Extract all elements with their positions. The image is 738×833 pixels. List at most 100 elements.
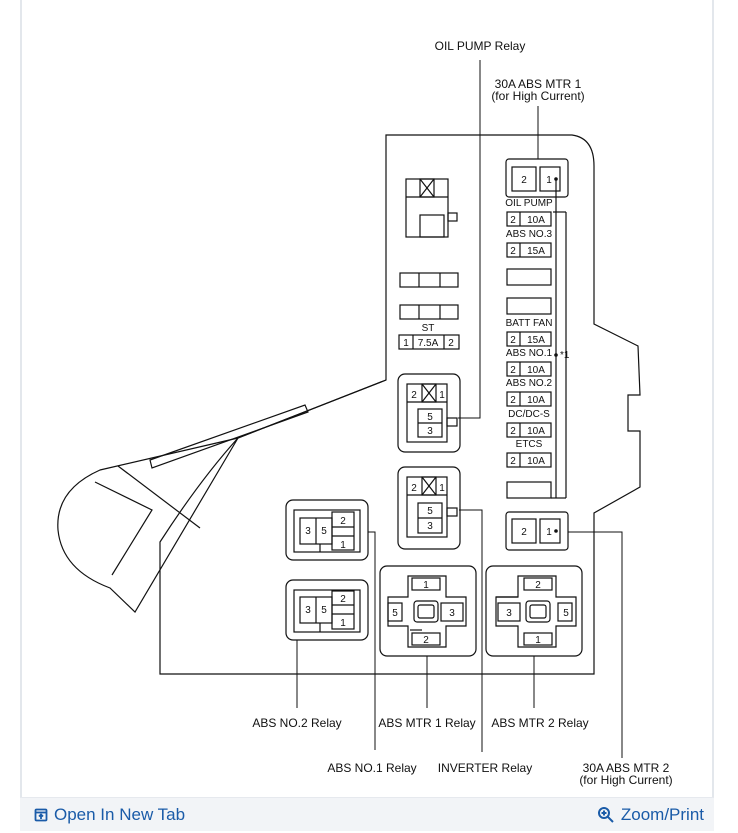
zoom-in-icon bbox=[597, 806, 614, 823]
fuse-pin: 2 bbox=[510, 456, 516, 467]
abs-mtr2-pin-1: 1 bbox=[535, 635, 541, 646]
st-fuse-amp: 7.5A bbox=[418, 338, 439, 349]
abs-no1-pin-5: 5 bbox=[321, 526, 327, 537]
fuse-name: OIL PUMP bbox=[505, 198, 553, 209]
content-frame bbox=[20, 0, 714, 831]
fuse-name: DC/DC-S bbox=[508, 409, 550, 420]
abs-mtr2-pin-3: 3 bbox=[506, 608, 512, 619]
fuse-amp: 15A bbox=[527, 335, 545, 346]
abs-no1-pin-2: 2 bbox=[340, 516, 346, 527]
abs-mtr1-pin-2: 2 bbox=[423, 635, 429, 646]
fuse-cell-box bbox=[506, 361, 552, 377]
abs-no2-pin-3: 3 bbox=[305, 605, 311, 616]
abs-mtr1-fuse-pin-2: 2 bbox=[521, 175, 527, 186]
zoom-print-label: Zoom/Print bbox=[620, 804, 704, 824]
abs-no2-pin-5: 5 bbox=[321, 605, 327, 616]
fuse-cell-box bbox=[506, 211, 552, 227]
abs-mtr1-pin-1: 1 bbox=[423, 580, 429, 591]
fuse-6: DC/DC-S 2 10A bbox=[506, 409, 552, 438]
lower-relay-pin-5: 5 bbox=[427, 506, 433, 517]
fuse-cell-box bbox=[506, 391, 552, 407]
abs-mtr1-pin-3: 3 bbox=[449, 608, 455, 619]
fuse-amp: 10A bbox=[527, 395, 545, 406]
st-fuse-pin-left: 1 bbox=[403, 338, 409, 349]
st-fuse-pin-right: 2 bbox=[448, 338, 454, 349]
abs-no2-relay-block: 3 5 2 1 bbox=[285, 579, 369, 641]
fuse-column-empty-slots bbox=[506, 268, 552, 499]
fuse-box-diagram: ST 1 7.5A 2 2 1 5 3 2 1 5 3 bbox=[57, 39, 673, 787]
fuse-box-housing bbox=[57, 134, 641, 675]
fuse-cell-box bbox=[506, 242, 552, 258]
fuse-amp: 10A bbox=[527, 365, 545, 376]
fuse-5: ABS NO.2 2 10A bbox=[506, 378, 553, 407]
abs-mtr1-pin-5: 5 bbox=[392, 608, 398, 619]
abs-no1-pin-1: 1 bbox=[340, 540, 346, 551]
label-abs-mtr2-fuse-line2: (for High Current) bbox=[579, 773, 672, 787]
fuse-name: ABS NO.3 bbox=[506, 229, 553, 240]
abs-mtr2-fuse-pin-2: 2 bbox=[521, 527, 527, 538]
fuse-bus-bar: *1 bbox=[551, 179, 570, 499]
label-inverter-relay: INVERTER Relay bbox=[438, 761, 532, 775]
label-abs-mtr1-relay: ABS MTR 1 Relay bbox=[378, 716, 475, 730]
st-fuse: ST 1 7.5A 2 bbox=[398, 323, 460, 350]
open-new-tab-icon bbox=[34, 808, 48, 821]
fuse-pin: 2 bbox=[510, 215, 516, 226]
abs-mtr2-fuse-pin-1: 1 bbox=[546, 527, 552, 538]
fuse-name: ABS NO.1 bbox=[506, 348, 553, 359]
fuse-name: ABS NO.2 bbox=[506, 378, 553, 389]
lower-relay-pin-2: 2 bbox=[411, 483, 417, 494]
inverter-pin-5: 5 bbox=[427, 412, 433, 423]
lower-relay-pin-1: 1 bbox=[439, 483, 445, 494]
label-abs-mtr1-fuse-line2: (for High Current) bbox=[491, 89, 584, 103]
fuse-1: OIL PUMP 2 10A bbox=[505, 198, 553, 227]
abs-mtr2-pin-5: 5 bbox=[563, 608, 569, 619]
fuse-pin: 2 bbox=[510, 335, 516, 346]
fuse-3: BATT FAN 2 15A bbox=[506, 318, 553, 347]
fuse-name: ETCS bbox=[516, 439, 543, 450]
lower-relay-pin-3: 3 bbox=[427, 521, 433, 532]
inverter-relay-block: 2 1 5 3 bbox=[397, 373, 461, 453]
fuse-amp: 10A bbox=[527, 215, 545, 226]
inverter-pin-2: 2 bbox=[411, 390, 417, 401]
spare-fuse-slots bbox=[399, 272, 459, 320]
abs-mtr2-pin-2: 2 bbox=[535, 580, 541, 591]
oil-pump-relay bbox=[405, 178, 458, 238]
diagram-labels: OIL PUMP Relay 30A ABS MTR 1 (for High C… bbox=[252, 39, 672, 787]
fuse-amp: 10A bbox=[527, 426, 545, 437]
inverter-pin-1: 1 bbox=[439, 390, 445, 401]
abs-mtr2-relay-block: 2 3 5 1 bbox=[485, 565, 583, 657]
leader-lines bbox=[296, 60, 623, 758]
label-abs-no1-relay: ABS NO.1 Relay bbox=[327, 761, 416, 775]
abs-mtr2-30a-fuse: 2 1 bbox=[505, 511, 569, 551]
fuse-cell-box bbox=[506, 452, 552, 468]
fuse-pin: 2 bbox=[510, 365, 516, 376]
label-abs-mtr2-relay: ABS MTR 2 Relay bbox=[491, 716, 588, 730]
st-fuse-name: ST bbox=[422, 323, 435, 334]
label-abs-mtr2-fuse-line1: 30A ABS MTR 2 bbox=[583, 761, 670, 775]
label-abs-mtr1-fuse-line1: 30A ABS MTR 1 bbox=[495, 77, 582, 91]
fuse-pin: 2 bbox=[510, 426, 516, 437]
bus-marker-label: *1 bbox=[560, 350, 570, 361]
abs-no2-pin-2: 2 bbox=[340, 594, 346, 605]
fuse-amp: 10A bbox=[527, 456, 545, 467]
abs-mtr1-relay-block: 1 5 3 2 bbox=[379, 565, 477, 657]
abs-no1-pin-3: 3 bbox=[305, 526, 311, 537]
relay-2x1-lower: 2 1 5 3 bbox=[397, 466, 461, 550]
inverter-pin-3: 3 bbox=[427, 426, 433, 437]
label-oil-pump-relay: OIL PUMP Relay bbox=[435, 39, 526, 53]
image-footer-bar: Open In New Tab Zoom/Print bbox=[20, 797, 714, 831]
abs-no2-pin-1: 1 bbox=[340, 618, 346, 629]
label-abs-no2-relay: ABS NO.2 Relay bbox=[252, 716, 341, 730]
abs-mtr1-30a-fuse: 2 1 bbox=[505, 158, 569, 198]
zoom-print-link[interactable]: Zoom/Print bbox=[597, 805, 704, 825]
fuse-pin: 2 bbox=[510, 246, 516, 257]
fuse-cell-box bbox=[506, 331, 552, 347]
fuse-cell-box bbox=[506, 422, 552, 438]
fuse-4: ABS NO.1 2 10A bbox=[506, 348, 553, 377]
fuse-pin: 2 bbox=[510, 395, 516, 406]
fuse-name: BATT FAN bbox=[506, 318, 553, 329]
open-in-new-tab-link[interactable]: Open In New Tab bbox=[34, 805, 185, 825]
